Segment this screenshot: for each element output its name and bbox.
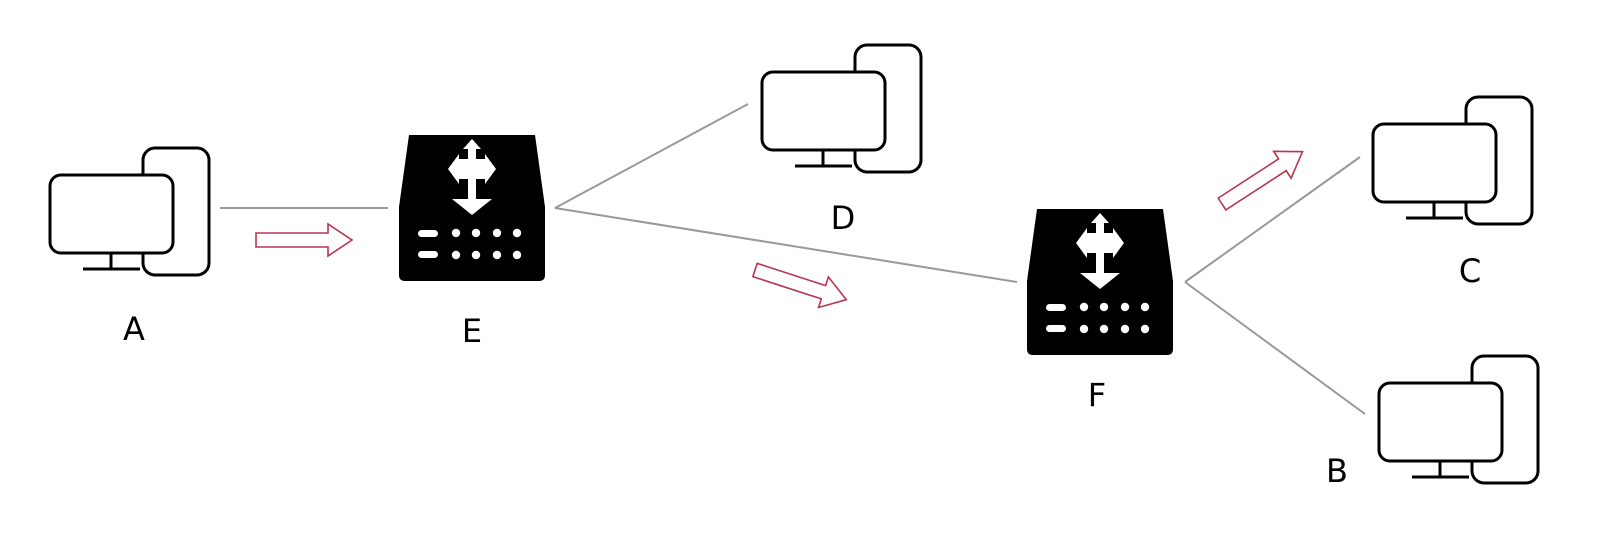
desktop-computer-icon xyxy=(760,43,923,174)
flow-arrow-icon xyxy=(255,223,353,257)
node-a-label: A xyxy=(123,310,145,348)
router-icon xyxy=(1027,209,1173,355)
node-c[interactable]: C xyxy=(1371,95,1534,290)
flow-arrow-icon xyxy=(1212,137,1313,219)
desktop-computer-icon xyxy=(1377,354,1540,485)
node-b-label: B xyxy=(1326,452,1348,490)
node-f[interactable]: F xyxy=(1027,209,1173,414)
desktop-computer-icon xyxy=(48,146,211,277)
node-e[interactable]: E xyxy=(399,135,545,350)
desktop-computer-icon xyxy=(1371,95,1534,226)
node-d-label: D xyxy=(831,199,856,237)
node-a[interactable]: A xyxy=(48,146,211,348)
link-f-c xyxy=(1184,156,1361,283)
node-b[interactable]: B xyxy=(1326,354,1540,490)
node-f-label: F xyxy=(1088,376,1106,414)
links xyxy=(220,103,1366,415)
link-f-b xyxy=(1184,281,1366,415)
flow-arrow-icon xyxy=(749,253,853,316)
link-e-f xyxy=(554,207,1018,283)
link-e-d xyxy=(554,103,749,209)
node-c-label: C xyxy=(1459,252,1481,290)
node-d[interactable]: D xyxy=(760,43,923,237)
router-icon xyxy=(399,135,545,281)
node-e-label: E xyxy=(462,312,482,350)
